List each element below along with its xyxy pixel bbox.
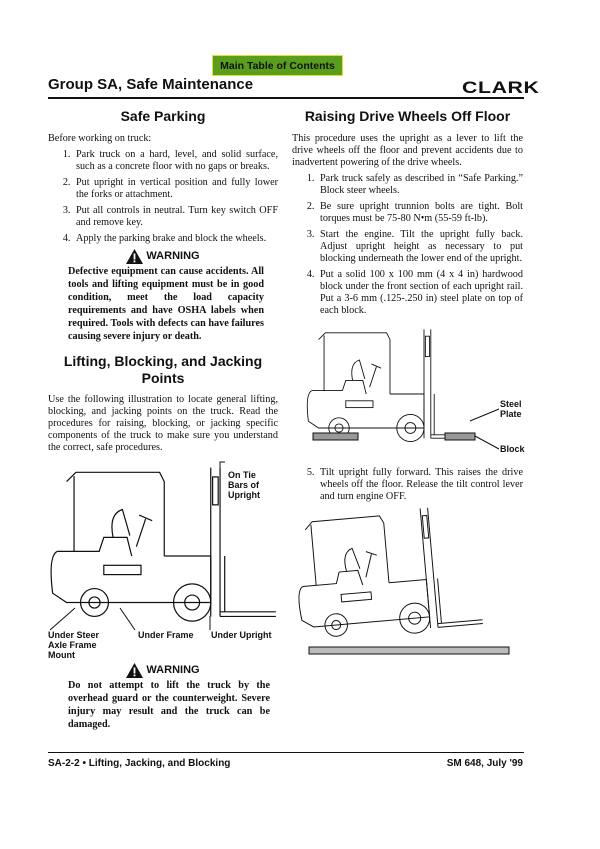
footer-left: SA-2-2 • Lifting, Jacking, and Blocking (48, 758, 231, 769)
callout-frame: Under Frame (138, 630, 194, 640)
warning-label: WARNING (146, 250, 200, 262)
lifting-points-illustration (49, 461, 277, 631)
step: Tilt upright fully forward. This raises … (317, 467, 523, 503)
raising-title: Raising Drive Wheels Off Floor (304, 108, 511, 124)
raising-steps: Park truck safely as described in “Safe … (292, 173, 523, 317)
lifting-title: Lifting, Blocking, and Jacking Points (63, 353, 263, 386)
footer-right: SM 648, July '99 (446, 758, 523, 769)
safe-parking-title: Safe Parking (120, 108, 206, 124)
callout-upright: Under Upright (211, 630, 272, 640)
callout-block: Block (500, 444, 525, 454)
warning-icon (126, 249, 144, 264)
step: Put all controls in neutral. Turn key sw… (73, 205, 278, 229)
safe-parking-section: Safe Parking Before working on truck: Pa… (48, 108, 278, 343)
tilted-upright-illustration (295, 507, 510, 655)
right-column: Raising Drive Wheels Off Floor This proc… (292, 108, 525, 662)
raising-intro: This procedure uses the upright as a lev… (292, 133, 523, 168)
lifting-warning: WARNING Do not attempt to lift the truck… (48, 660, 278, 731)
callout-tie-bars: On Tie Bars of Upright (228, 470, 260, 500)
section-title: Group SA, Safe Maintenance (48, 76, 254, 93)
step: Park truck safely as described in “Safe … (317, 173, 523, 197)
warning-label: WARNING (146, 664, 200, 676)
step: Put a solid 100 x 100 mm (4 x 4 in) hard… (317, 269, 523, 317)
lifting-points-figure: On Tie Bars of Upright Under Steer Axle … (48, 458, 278, 660)
blocking-figure: Steel Plate Block (292, 321, 525, 461)
warning-text: Defective equipment can cause accidents.… (68, 266, 264, 342)
raising-section: Raising Drive Wheels Off Floor This proc… (292, 108, 523, 321)
step: Park truck on a hard, level, and solid s… (73, 149, 278, 173)
clark-logo: CLARK (462, 78, 540, 97)
step: Be sure upright trunnion bolts are tight… (317, 201, 523, 225)
warning-heading: WARNING (48, 663, 278, 678)
callout-steer-axle: Under Steer Axle Frame Mount (48, 630, 100, 660)
safe-parking-steps: Park truck on a hard, level, and solid s… (48, 149, 278, 245)
warning-heading: WARNING (48, 249, 278, 264)
header-rule (48, 97, 524, 99)
blocking-illustration (306, 328, 500, 450)
lifting-section: Lifting, Blocking, and Jacking Points Us… (48, 353, 278, 454)
warning-icon (126, 663, 144, 678)
tilted-upright-figure (292, 507, 523, 662)
callout-steel-plate: Steel Plate (500, 399, 522, 419)
lifting-intro: Use the following illustration to locate… (48, 394, 278, 453)
safe-parking-intro: Before working on truck: (48, 133, 152, 144)
step: Put upright in vertical position and ful… (73, 177, 278, 201)
left-column: Safe Parking Before working on truck: Pa… (48, 108, 278, 731)
raising-step-5: Tilt upright fully forward. This raises … (292, 467, 523, 507)
main-table-of-contents-button[interactable]: Main Table of Contents (212, 55, 343, 76)
warning-text: Do not attempt to lift the truck by the … (68, 680, 270, 730)
footer-rule (48, 752, 524, 753)
step: Apply the parking brake and block the wh… (73, 233, 278, 245)
step: Start the engine. Tilt the upright fully… (317, 229, 523, 265)
